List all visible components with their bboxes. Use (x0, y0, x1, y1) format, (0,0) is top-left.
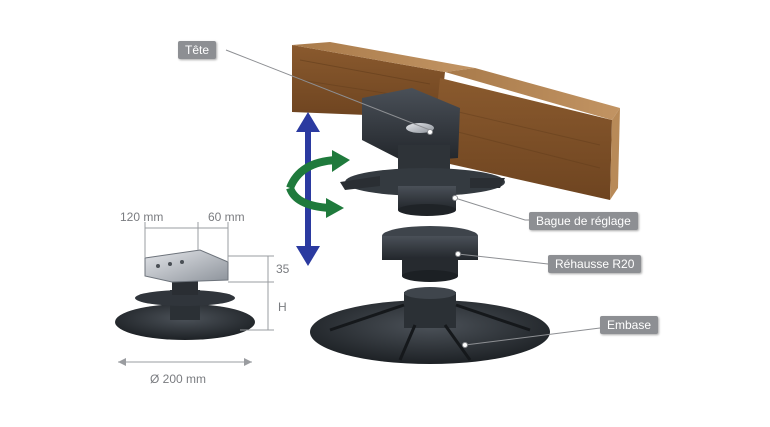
small-pedestal (115, 249, 255, 340)
leader-tete (225, 49, 431, 131)
leader-embase-dot (462, 342, 468, 348)
dim-arrowhead (118, 358, 126, 366)
small-plate (135, 290, 235, 306)
dim-arrowhead (244, 358, 252, 366)
small-base (115, 304, 255, 340)
bracket-hole (168, 262, 172, 266)
pedestal-head (340, 88, 505, 196)
ring-bottom (398, 204, 456, 216)
riser-body (382, 236, 478, 260)
dimension-lines (118, 222, 274, 366)
bracket-hole (156, 264, 160, 268)
rotation-arrow-upper (286, 156, 337, 190)
rotation-arrow (286, 150, 350, 218)
arrow-up-head (296, 112, 320, 132)
dim-height-top: 35 (276, 262, 290, 276)
wood-grain (449, 109, 601, 146)
rotation-arrow-upper-head (332, 150, 350, 172)
leader-bague-dot (452, 195, 458, 201)
joist-right-top (445, 68, 620, 120)
dim-height-var: H (278, 300, 287, 314)
wood-grain (449, 129, 601, 169)
leader-rehausse-dot (455, 251, 461, 257)
base-column-top (404, 287, 456, 299)
riser-bottom (402, 270, 458, 282)
base-rib (455, 303, 531, 332)
rotation-arrow-lower-head (326, 198, 344, 218)
dim-width-right: 60 mm (208, 210, 245, 224)
base-rib (443, 324, 472, 361)
joist-right-end (610, 108, 620, 200)
small-bracket (144, 249, 229, 283)
screw (406, 123, 434, 133)
base-rib (329, 303, 405, 332)
leader-embase (464, 327, 601, 346)
head-tab-right (470, 178, 505, 188)
label-bague-de-reglage: Bague de réglage (529, 212, 638, 230)
label-embase: Embase (600, 316, 659, 334)
riser-r20 (382, 226, 478, 282)
leader-lines (225, 49, 601, 348)
rotation-arrow-lower (286, 186, 331, 212)
leader-bague (454, 197, 532, 221)
head-tab-left (340, 176, 380, 190)
dim-width-left: 120 mm (120, 210, 164, 224)
adjustment-ring (398, 186, 456, 216)
dim-diameter: Ø 200 mm (150, 372, 207, 386)
joist-left-top (292, 42, 475, 72)
label-rehausse-r20: Réhausse R20 (548, 255, 642, 273)
base-embase (310, 287, 550, 364)
joist-right-front (432, 78, 612, 200)
label-tete: Tête (178, 41, 217, 59)
head-plate (345, 168, 505, 196)
leader-tete-dot (427, 129, 433, 135)
bracket-hole (180, 260, 184, 264)
vertical-arrow (296, 112, 320, 266)
arrow-down-head (296, 246, 320, 266)
wood-grain (299, 59, 431, 85)
leader-rehausse (457, 253, 549, 265)
base-rib (398, 324, 417, 361)
